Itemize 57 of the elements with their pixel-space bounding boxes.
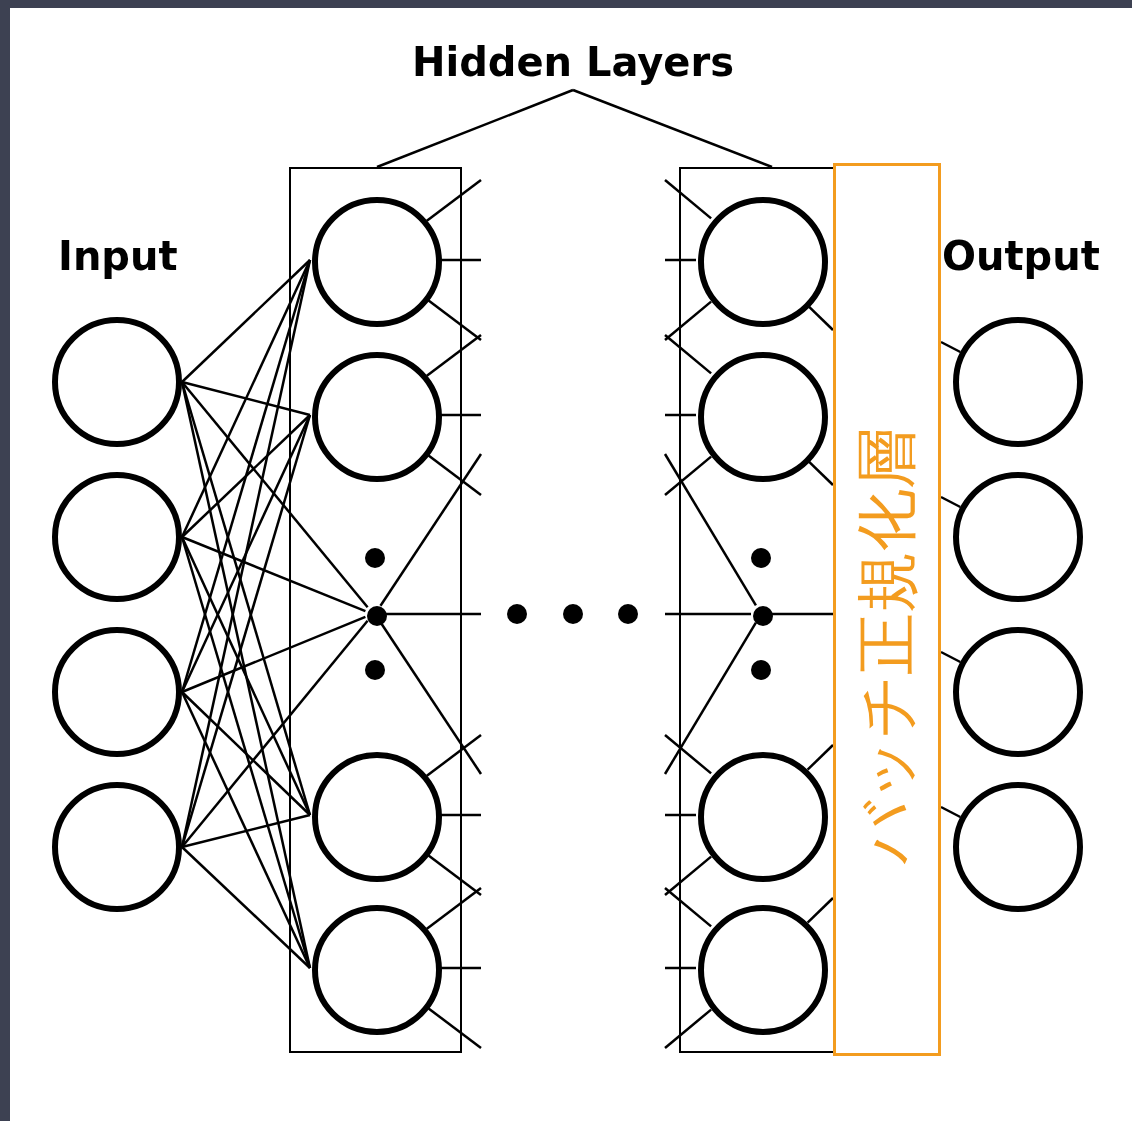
connection-line — [426, 853, 482, 896]
connection-line — [665, 813, 696, 817]
connection-line — [181, 691, 311, 816]
connection-line — [181, 615, 366, 694]
connection-line — [440, 966, 481, 970]
layer-band — [833, 163, 941, 1056]
connection-line — [663, 621, 757, 775]
connection-line — [181, 813, 311, 849]
connection-line — [426, 1006, 482, 1049]
leader-line — [572, 88, 773, 169]
connection-line — [181, 381, 369, 609]
layer-box — [679, 167, 835, 1053]
connection-line — [664, 855, 712, 896]
connection-line — [664, 179, 712, 220]
connection-line — [664, 1008, 712, 1049]
connection-line — [440, 413, 481, 417]
connection-line — [180, 536, 312, 816]
connection-line — [771, 612, 833, 616]
connection-line — [664, 334, 712, 375]
connection-line — [940, 805, 961, 819]
connection-line — [665, 258, 696, 262]
connection-line — [426, 453, 482, 496]
connection-line — [665, 612, 751, 616]
connection-line — [940, 650, 961, 664]
connection-line — [440, 258, 481, 262]
connection-line — [664, 734, 712, 775]
connection-line — [940, 495, 961, 509]
connection-line — [426, 734, 482, 777]
connection-line — [426, 334, 482, 377]
connection-line — [385, 612, 481, 616]
connection-line — [806, 459, 834, 486]
connection-line — [806, 304, 834, 331]
connection-line — [665, 413, 696, 417]
connection-line — [181, 380, 311, 417]
connection-line — [664, 455, 712, 496]
connection-line — [180, 259, 312, 538]
connection-line — [181, 535, 366, 613]
layer-box — [289, 167, 462, 1053]
connection-line — [181, 619, 369, 848]
connection-line — [806, 897, 834, 924]
layer-title: バッチ正規化層 — [856, 426, 918, 864]
connection-line — [181, 259, 311, 383]
layer-heading: Hidden Layers — [412, 39, 734, 85]
connection-line — [426, 179, 482, 222]
leader-line — [376, 88, 574, 169]
connection-line — [940, 340, 961, 354]
connection-line — [181, 414, 311, 538]
connection-line — [181, 846, 311, 969]
connection-line — [664, 300, 712, 341]
connection-line — [426, 298, 482, 341]
connection-line — [379, 453, 483, 607]
connection-line — [426, 887, 482, 930]
connection-line — [440, 813, 481, 817]
connection-line — [664, 887, 712, 928]
connection-line — [663, 453, 757, 607]
connection-line — [665, 966, 696, 970]
connection-line — [806, 744, 834, 771]
